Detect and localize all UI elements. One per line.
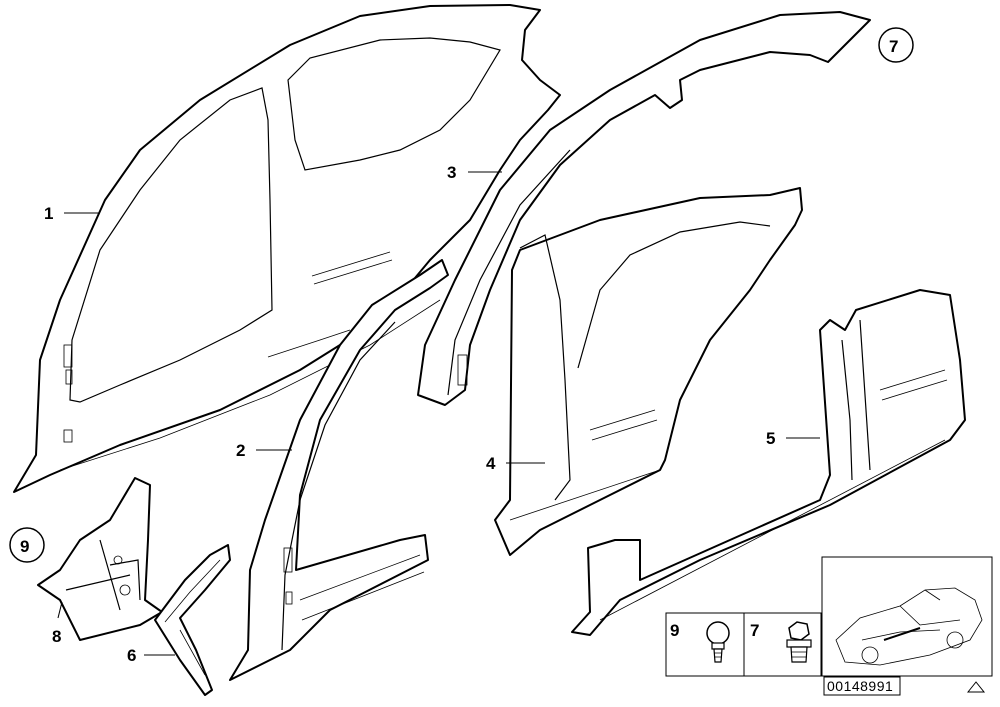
circled-label-9: 9 — [9, 527, 45, 563]
part-2-front-pillar[interactable] — [229, 259, 449, 681]
inset-label-9: 9 — [670, 621, 679, 640]
part-4-rear-quarter[interactable] — [494, 187, 803, 556]
label-part-9: 9 — [20, 537, 29, 556]
inset-label-7: 7 — [750, 621, 759, 640]
label-part-1: 1 — [44, 204, 53, 223]
corner-triangle-icon — [966, 681, 986, 693]
circled-label-7: 7 — [878, 27, 914, 63]
label-part-6: 6 — [127, 646, 136, 665]
bolt-icon — [706, 621, 730, 663]
label-part-5: 5 — [766, 429, 775, 448]
label-part-7: 7 — [889, 37, 898, 56]
part-1-side-frame[interactable] — [13, 4, 561, 493]
label-part-2: 2 — [236, 441, 245, 460]
part-3-roof-rail[interactable] — [417, 11, 871, 406]
leader-lines — [57, 171, 820, 656]
label-part-4: 4 — [486, 454, 496, 473]
part-8-inner-pillar[interactable] — [37, 477, 163, 641]
label-part-3: 3 — [447, 163, 456, 182]
label-part-8: 8 — [52, 627, 61, 646]
part-5-sill-outer[interactable] — [571, 289, 966, 636]
part-6-pillar-trim[interactable] — [154, 544, 231, 696]
document-number-box: 00148991 — [823, 676, 901, 696]
nut-icon — [786, 621, 812, 663]
vehicle-thumbnail — [821, 556, 993, 677]
fastener-inset: 9 7 — [665, 612, 822, 677]
document-number: 00148991 — [827, 678, 893, 694]
